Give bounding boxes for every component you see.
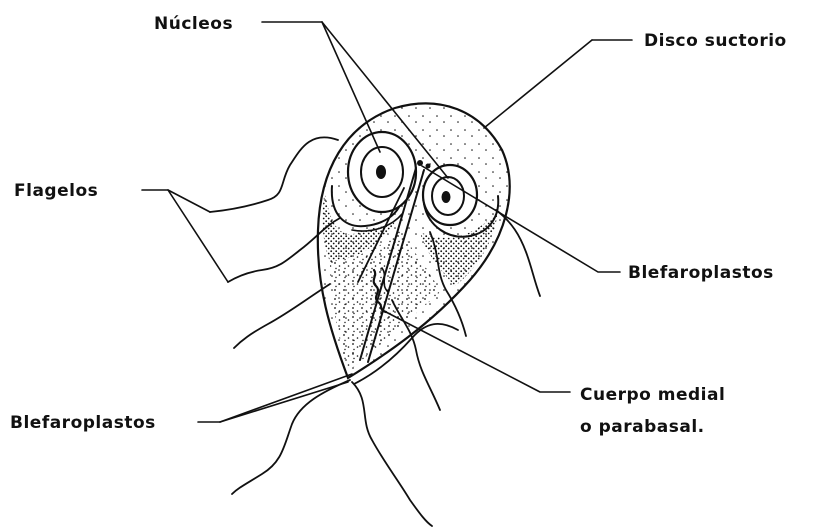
flagellum-lower-left (234, 284, 330, 348)
label-parabasal: o parabasal. (580, 417, 705, 437)
label-nucleos: Núcleos (154, 14, 233, 34)
label-blefaroplastos-left: Blefaroplastos (10, 413, 156, 433)
flagellum-posterior-right (352, 382, 432, 526)
label-blefaroplastos-right: Blefaroplastos (628, 263, 774, 283)
flagellum-posterior-left (232, 380, 350, 494)
label-flagelos: Flagelos (14, 181, 98, 201)
label-cuerpo-medial: Cuerpo medial (580, 385, 725, 405)
flagellum-upper-left (210, 137, 338, 212)
label-disco-suctorio: Disco suctorio (644, 31, 787, 51)
